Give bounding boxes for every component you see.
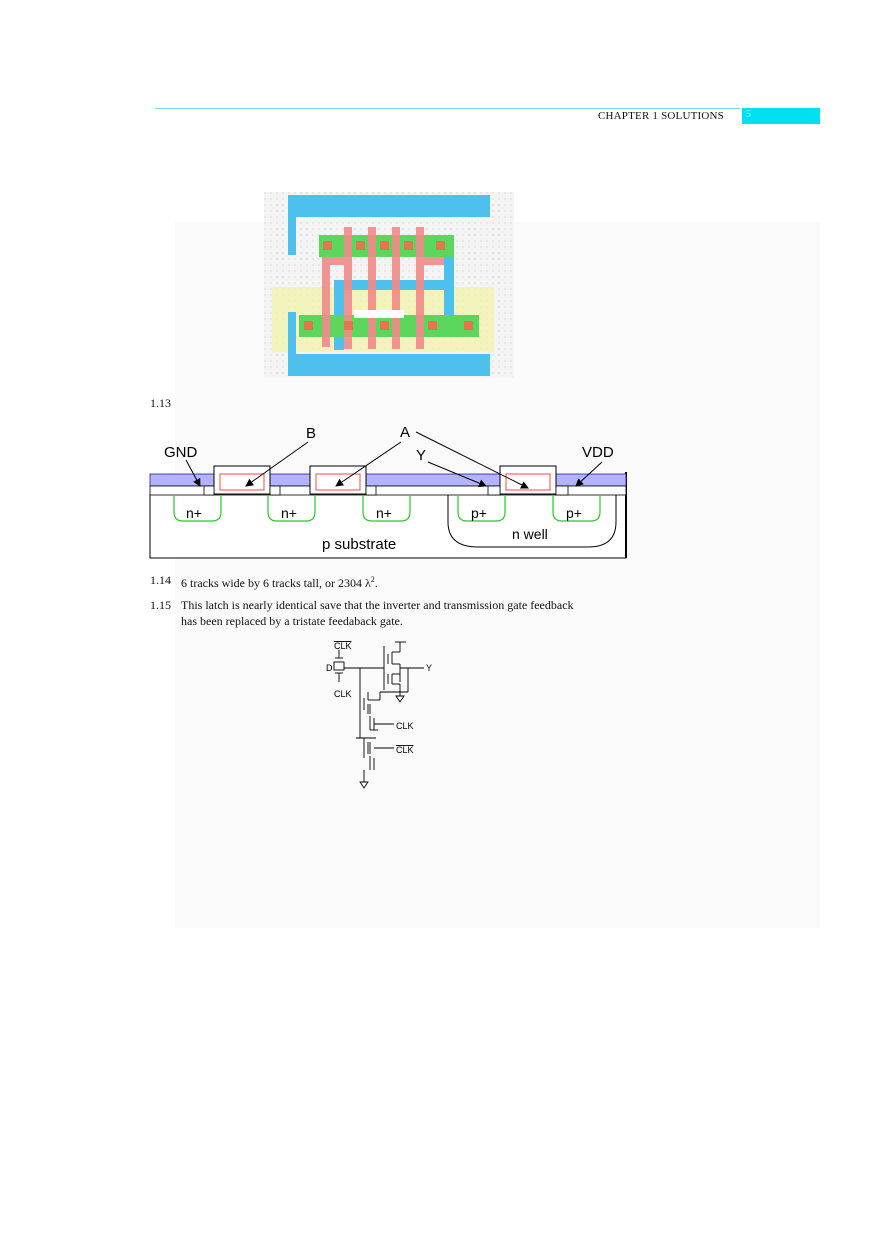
section-1-15-number: 1.15 bbox=[150, 598, 171, 612]
contacts bbox=[304, 241, 473, 330]
metal-strip-left-bottom bbox=[288, 312, 296, 372]
metal-strip-left bbox=[288, 195, 296, 255]
substrate-label: p substrate bbox=[322, 536, 396, 553]
callout-arrows bbox=[185, 431, 603, 489]
poly-gates-cross bbox=[219, 473, 551, 491]
section-1-14-body: 6 tracks wide by 6 tracks tall, or 2304 … bbox=[181, 576, 371, 590]
section-1-15-line-2: has been replaced by a tristate feedabac… bbox=[181, 614, 403, 628]
region-n-plus-2: n+ bbox=[281, 505, 297, 521]
section-1-14-number: 1.14 bbox=[150, 573, 171, 587]
latch-schematic: CLK D CLK Y CLK CLK bbox=[326, 641, 432, 789]
section-1-13-number: 1.13 bbox=[150, 396, 171, 410]
section-1-14-superscript: 2 bbox=[370, 575, 375, 584]
section-1-14-period: . bbox=[374, 576, 378, 590]
cross-section-figure: n+ n+ n+ p+ p+ p substrate n well B A GN… bbox=[149, 424, 627, 559]
latch-clk-bar-top: CLK bbox=[334, 641, 352, 651]
region-n-plus-1: n+ bbox=[186, 505, 202, 521]
gnd-rail bbox=[288, 354, 490, 376]
running-header: CHAPTER 1 SOLUTIONS bbox=[597, 110, 724, 122]
latch-d-label: D bbox=[326, 663, 333, 673]
latch-y-label: Y bbox=[426, 663, 432, 673]
contact-cuts bbox=[203, 485, 569, 496]
page-number: 5 bbox=[746, 109, 751, 120]
latch-clk-bar-mid: CLK bbox=[396, 745, 414, 755]
header-rule bbox=[155, 108, 740, 109]
region-p-plus-2: p+ bbox=[566, 505, 582, 521]
region-n-plus-3: n+ bbox=[376, 505, 392, 521]
layout-figure bbox=[264, 192, 514, 378]
oxide-layer bbox=[149, 485, 627, 496]
metal-center-bridge bbox=[354, 310, 404, 318]
section-1-15-line-1: This latch is nearly identical save that… bbox=[181, 598, 574, 612]
poly-gates bbox=[322, 227, 444, 349]
latch-clk-bottom: CLK bbox=[334, 689, 352, 699]
section-1-14-text: 6 tracks wide by 6 tracks tall, or 2304 … bbox=[181, 573, 378, 590]
diffusion-outlines bbox=[173, 496, 601, 522]
latch-clk-mid: CLK bbox=[396, 721, 414, 731]
n-well-label: n well bbox=[512, 526, 548, 542]
page-number-tab: 5 bbox=[742, 108, 820, 124]
label-vdd: VDD bbox=[582, 444, 614, 461]
label-a: A bbox=[400, 424, 410, 441]
vdd-rail bbox=[288, 195, 490, 217]
label-y: Y bbox=[416, 447, 426, 464]
n-well-outline bbox=[447, 495, 617, 548]
label-b: B bbox=[306, 425, 316, 442]
label-gnd: GND bbox=[164, 444, 198, 461]
region-p-plus-1: p+ bbox=[471, 505, 487, 521]
